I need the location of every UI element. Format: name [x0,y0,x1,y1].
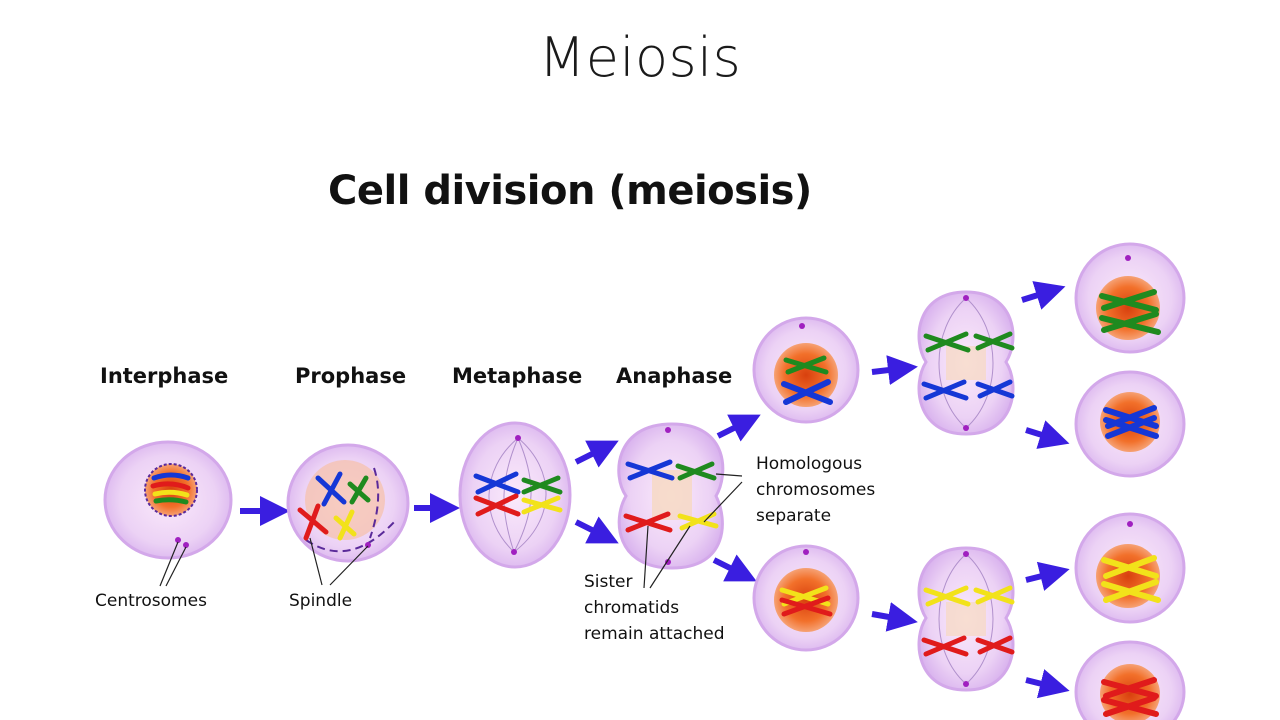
chromosome-yellow [1101,579,1161,603]
chromosome-red [297,503,329,541]
chromosome-green [521,475,563,495]
chromosome-red [975,635,1015,655]
chromosome-yellow [973,585,1015,605]
chromosome-red [473,493,521,517]
arrow-icon [574,440,619,468]
chromosome-green [973,331,1015,351]
label-homologous-line1: Homologous [756,454,863,474]
chromosome-blue [975,379,1015,399]
arrow-icon [712,554,757,582]
pointer-line [159,541,187,587]
label-homologous-line3: separate [756,506,832,526]
centrosome [175,537,181,543]
label-anaphase: Anaphase [616,364,733,388]
centrosome [803,549,809,555]
label-spindle: Spindle [289,591,353,611]
centrosome [799,323,805,329]
cell-final-3 [1074,512,1186,624]
centrosome [511,549,517,555]
chromosome-green [923,331,971,353]
chromosome-yellow [923,585,971,607]
chromosome-red [150,481,191,491]
chromosome-blue [473,471,521,495]
chromosome-blue [1103,415,1159,439]
chromosome-yellow [333,509,357,541]
cell-final-4 [1074,640,1186,720]
diagram-title: Cell division (meiosis) [328,168,812,214]
label-interphase: Interphase [100,364,229,388]
centrosome [1125,255,1131,261]
chromosome-yellow [152,489,190,498]
arrow-icon [1025,420,1070,449]
chromosome-blue [781,379,833,405]
label-sister-chromatids: Sister chromatids remain attached [584,569,725,647]
label-sister-line3: remain attached [584,624,725,644]
centrosome [1127,521,1133,527]
chromosome-yellow [521,495,563,515]
centrosome [515,435,521,441]
chromosome-blue [151,472,191,481]
centrosome [183,542,189,548]
arrow-icon [1025,669,1070,699]
centrosome [963,551,969,557]
cell-meiosis1-bottom [752,544,860,652]
centrosome [963,295,969,301]
centrosome [963,681,969,687]
cell-final-2 [1074,370,1186,478]
chromosome-green [347,475,371,505]
label-prophase: Prophase [295,364,407,388]
cell-final-1 [1074,242,1186,354]
pointer-line [643,525,691,589]
chromosome-green [1099,289,1159,313]
arrow-icon [871,355,918,386]
cell-prophase [286,443,410,586]
slide-title: Meiosis [538,26,742,89]
chromosome-red [623,511,673,533]
cell-anaphase [617,422,743,589]
arrow-icon [871,602,918,632]
arrow-icon [574,516,619,544]
chromosome-blue [921,379,969,401]
chromosome-blue [315,471,347,507]
chromosome-blue [625,459,675,481]
label-homologous-line2: chromosomes [756,480,876,500]
arrow-icon [1025,561,1070,591]
pointer-line [703,473,743,523]
chromosome-yellow [1101,555,1159,579]
chromosome-red [1101,677,1159,699]
arrow-icon [1021,281,1066,310]
chromosome-green [783,355,829,375]
chromosome-red [779,595,833,617]
label-centrosomes: Centrosomes [95,591,207,611]
cell-meiosis2-bottom [917,546,1015,692]
label-sister-line2: chromatids [584,598,680,618]
chromosome-green [1099,311,1161,335]
chromosome-red [921,635,969,657]
chromosome-red [1101,695,1159,717]
arrow-icon [716,414,761,442]
pointer-line [309,537,369,586]
chromosome-green [153,497,189,505]
centrosome [963,425,969,431]
cell-interphase [103,440,233,587]
label-metaphase: Metaphase [452,364,583,388]
centrosome [365,542,371,548]
label-sister-line1: Sister [584,572,633,592]
centrosome [665,427,671,433]
cell-meiosis1-top [752,316,860,424]
cell-metaphase [458,421,572,569]
label-homologous-separate: Homologous chromosomes separate [756,451,875,529]
chromosome-green [675,461,717,481]
cell-meiosis2-top [917,290,1015,436]
